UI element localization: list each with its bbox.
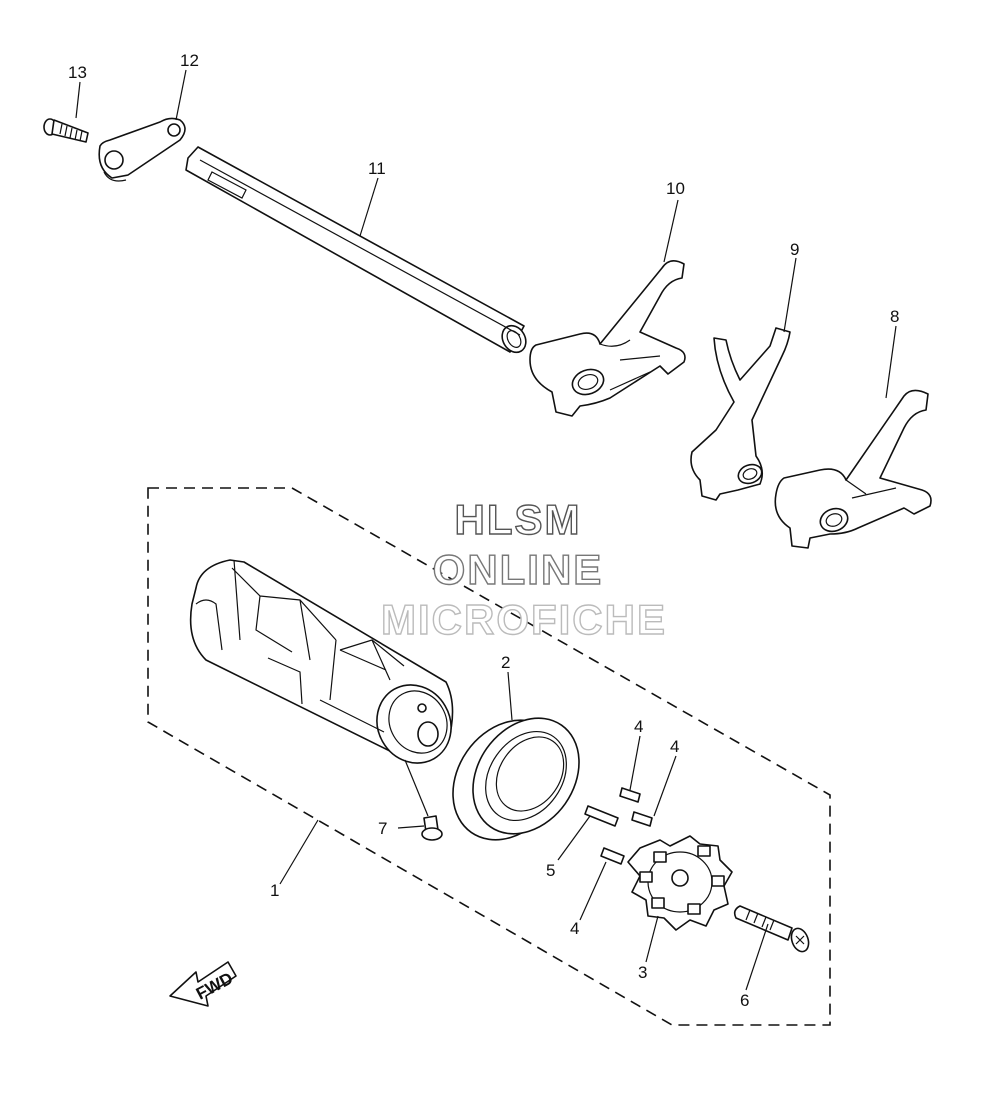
- callout-1: 1: [270, 881, 279, 900]
- part-4-pin-a: [619, 787, 641, 803]
- watermark-line3: MICROFICHE: [381, 596, 667, 643]
- part-12-plate: [98, 117, 186, 182]
- callout-8: 8: [890, 307, 899, 326]
- part-4-pin-b: [631, 811, 653, 827]
- assembly-boundary: [147, 487, 831, 1026]
- part-9-shift-fork: [690, 327, 791, 501]
- leader-lines: [75, 69, 897, 991]
- callout-9: 9: [790, 240, 799, 259]
- callout-12: 12: [180, 51, 199, 70]
- part-3-segment: [627, 835, 733, 931]
- callout-13: 13: [68, 63, 87, 82]
- part-5-pin: [584, 805, 619, 827]
- part-13-screw: [43, 118, 89, 143]
- callout-4b: 4: [670, 737, 679, 756]
- callout-10: 10: [666, 179, 685, 198]
- callout-6: 6: [740, 991, 749, 1010]
- fwd-direction-arrow: FWD: [169, 961, 237, 1007]
- callout-labels: 13 12 11 10 9 8 2 4 4 7 5 1 4 3 6: [68, 51, 899, 1010]
- watermark: HLSM ONLINE MICROFICHE: [380, 495, 667, 643]
- pins: [584, 787, 653, 865]
- callout-4a: 4: [634, 717, 643, 736]
- part-1-shift-cam: [189, 559, 454, 764]
- part-8-shift-fork: [774, 389, 932, 549]
- part-6-screw: [733, 905, 810, 953]
- part-2-bearing: [452, 717, 580, 841]
- part-10-shift-fork: [529, 260, 686, 417]
- callout-5: 5: [546, 861, 555, 880]
- part-7-bolt: [421, 815, 443, 841]
- part-4-pin-c: [600, 847, 625, 865]
- callout-2: 2: [501, 653, 510, 672]
- callout-7: 7: [378, 819, 387, 838]
- callout-4c: 4: [570, 919, 579, 938]
- watermark-line1: HLSM: [455, 496, 582, 543]
- part-11-guide-bar: [185, 146, 527, 354]
- watermark-line2: ONLINE: [433, 546, 604, 593]
- callout-3: 3: [638, 963, 647, 982]
- callout-11: 11: [368, 159, 386, 178]
